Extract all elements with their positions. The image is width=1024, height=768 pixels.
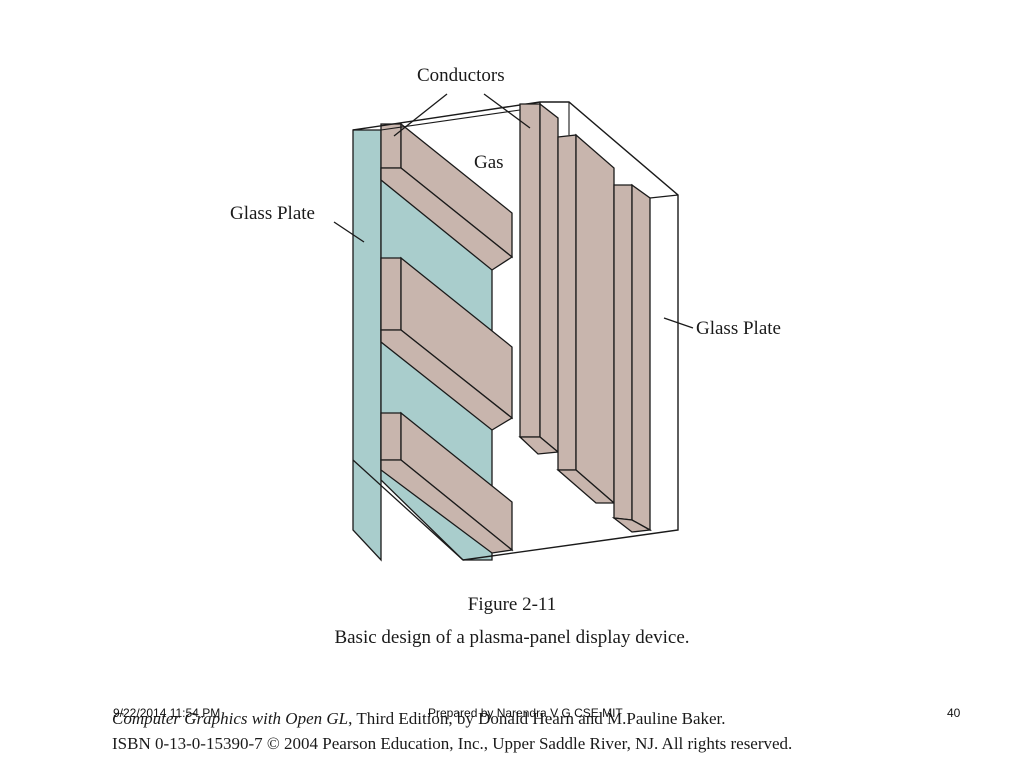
leader-conductors-left [393, 93, 448, 137]
isbn-line: ISBN 0-13-0-15390-7 © 2004 Pearson Educa… [112, 734, 793, 753]
glass-plate-left-label: Glass Plate [230, 203, 315, 224]
vertical-conductor-1-side [539, 102, 559, 454]
conductors-label: Conductors [417, 65, 505, 86]
leader-glass-plate-left [333, 221, 365, 243]
horizontal-conductor-1-front [380, 123, 402, 169]
vertical-conductor-3-bottom [611, 517, 653, 533]
footer-page-number: 40 [947, 706, 961, 720]
box-outline [352, 101, 679, 561]
vertical-conductor-3-side [631, 183, 651, 532]
figure-caption: Basic design of a plasma-panel display d… [334, 627, 690, 648]
book-title: Computer Graphics with Open GL [112, 709, 349, 728]
left-glass-plate-face [352, 129, 382, 562]
vertical-conductor-1-front [519, 103, 541, 438]
horizontal-conductor-3-side [380, 459, 514, 554]
leader-glass-plate-right [663, 317, 694, 329]
vertical-conductor-2-front [557, 134, 577, 471]
figure-number: Figure 2-11 [467, 594, 557, 615]
vertical-conductor-3-front [613, 184, 633, 521]
footer-date: 9/22/2014 11:54 PM [113, 706, 221, 720]
horizontal-conductor-1-side [380, 167, 514, 271]
horizontal-conductor-2-side [380, 329, 514, 431]
horizontal-conductor-2-front [380, 257, 402, 331]
vertical-conductor-2-side [575, 133, 615, 505]
book-edition: , Third Edition, by Donald Hearn and M.P… [348, 709, 726, 728]
glass-plate-right-label: Glass Plate [696, 318, 781, 339]
gas-label: Gas [474, 152, 504, 173]
leader-conductors-right [483, 93, 531, 129]
book-credit: Computer Graphics with Open GL, Third Ed… [112, 709, 726, 729]
footer-author: Prepared by Narendra V G CSE MIT [428, 706, 623, 720]
horizontal-conductor-3-front [380, 412, 402, 461]
